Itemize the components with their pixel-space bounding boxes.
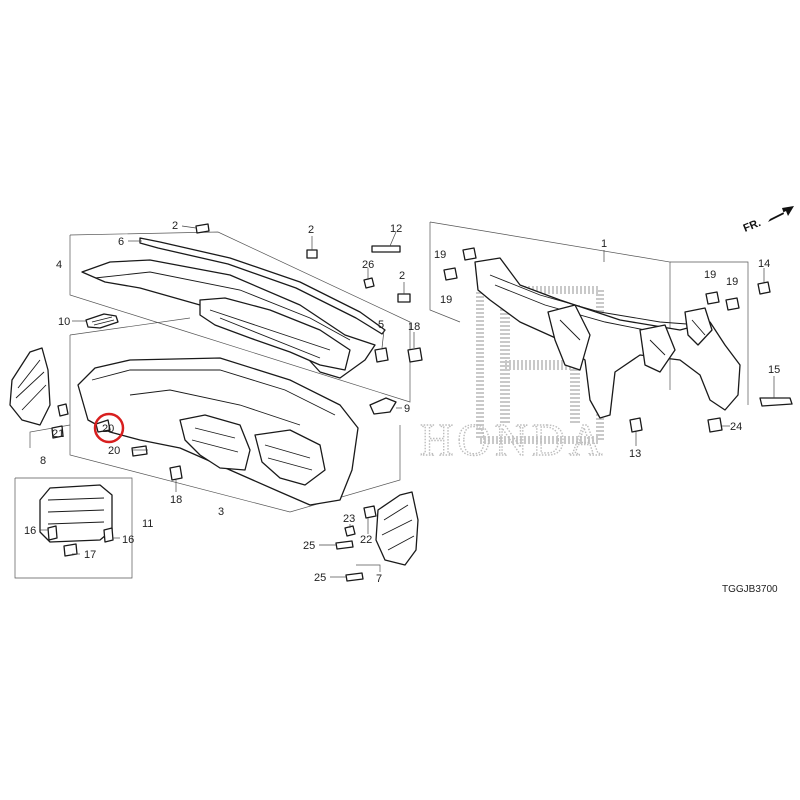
- callout-15: 15: [768, 364, 780, 376]
- callout-19-d: 19: [726, 276, 738, 288]
- callout-labels: 2 6 4 2 12 26 2 10 5 18 9 21 8 20 20 18 …: [24, 220, 780, 585]
- callout-25-lower: 25: [314, 572, 326, 584]
- dashboard-upper-assembly: [81, 223, 389, 379]
- callout-7: 7: [376, 573, 382, 585]
- callout-22: 22: [360, 534, 372, 546]
- callout-12: 12: [390, 223, 402, 235]
- highlight-ring: [93, 412, 125, 444]
- callout-19-c: 19: [704, 269, 716, 281]
- callout-2-right: 2: [399, 270, 405, 282]
- diagram-code: TGGJB3700: [722, 584, 778, 595]
- callout-3: 3: [218, 506, 224, 518]
- callout-9: 9: [404, 403, 410, 415]
- callout-16-left: 16: [24, 525, 36, 537]
- front-arrow-icon: [768, 206, 794, 222]
- callout-19-b: 19: [440, 294, 452, 306]
- callout-26: 26: [362, 259, 374, 271]
- callout-23: 23: [343, 513, 355, 525]
- callout-19-a: 19: [434, 249, 446, 261]
- side-cover-left: [9, 347, 64, 439]
- passenger-airbag: [39, 484, 114, 557]
- callout-17: 17: [84, 549, 96, 561]
- callout-8: 8: [40, 455, 46, 467]
- callout-13: 13: [629, 448, 641, 460]
- side-cover-right: [363, 491, 419, 566]
- front-direction-indicator: FR.: [742, 206, 794, 235]
- callout-4: 4: [56, 259, 62, 271]
- center-fasteners: [169, 245, 423, 582]
- callout-14: 14: [758, 258, 770, 270]
- callout-1: 1: [601, 238, 607, 250]
- callout-20-lower: 20: [108, 445, 120, 457]
- callout-11: 11: [142, 518, 153, 530]
- steering-hanger-beam: [443, 247, 793, 433]
- callout-6: 6: [118, 236, 124, 248]
- callout-24: 24: [730, 421, 742, 433]
- callout-25-upper: 25: [303, 540, 315, 552]
- front-direction-label: FR.: [742, 217, 763, 235]
- callout-21: 21: [52, 428, 64, 440]
- callout-5: 5: [378, 319, 384, 331]
- callout-2-top: 2: [172, 220, 178, 232]
- callout-18-lower: 18: [170, 494, 182, 506]
- callout-10: 10: [58, 316, 70, 328]
- leader-lines: [40, 225, 775, 578]
- callout-18-upper: 18: [408, 321, 420, 333]
- callout-16-right: 16: [122, 534, 134, 546]
- callout-2-mid: 2: [308, 224, 314, 236]
- watermark-text: HONDA: [420, 414, 606, 465]
- callout-20-highlighted: 20: [102, 423, 114, 435]
- dashboard-lower-assembly: [57, 357, 397, 506]
